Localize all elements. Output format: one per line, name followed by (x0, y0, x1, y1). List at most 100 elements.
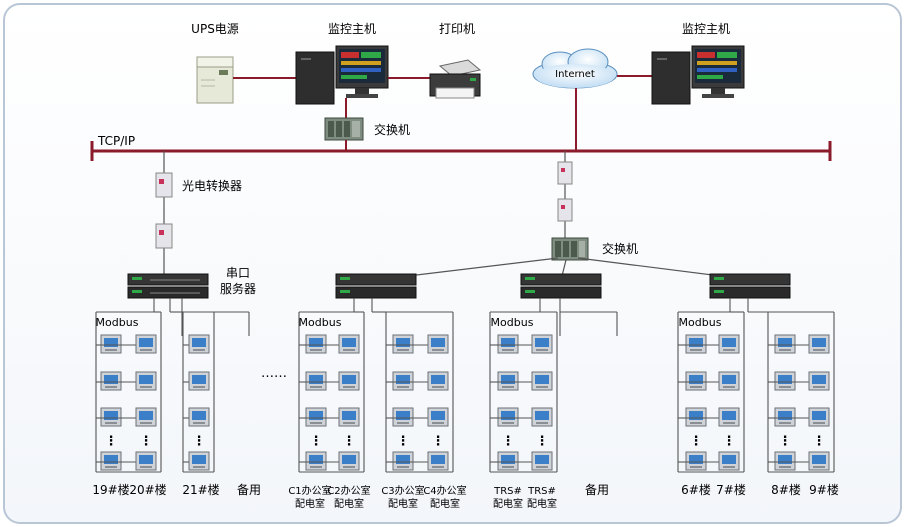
meter-icon-g4-c1-r2 (685, 371, 707, 391)
meter-icon-g1-c2-r3 (135, 407, 157, 427)
meter-icon-g3-c1-r4 (497, 451, 519, 471)
meter-icon-g1-c3-r3 (188, 407, 210, 427)
meter-icon-g4-c1-r4 (685, 451, 707, 471)
meter-icon-g1-c1-r1 (100, 334, 122, 354)
printer-icon (429, 59, 482, 99)
group-3-label-1-line1: TRS# (493, 486, 522, 497)
meter-icon-g1-c3-r4 (188, 451, 210, 471)
groups-ellipsis: …… (261, 366, 287, 381)
group-4-label-2: 7#楼 (716, 482, 746, 497)
group-2-label-1-line2: 配电室 (295, 497, 325, 510)
converter-icon-2 (155, 223, 173, 249)
group-1-vdots-1: ⋮ (105, 434, 118, 449)
group-2-label-3-line1: C3办公室 (381, 484, 424, 497)
meter-icon-g1-c1-r2 (100, 371, 122, 391)
serial-server-label-1: 串口 (226, 266, 250, 280)
group-3-modbus-label: Modbus (491, 316, 534, 329)
meter-icon-g4-c2-r1 (718, 334, 740, 354)
converter-icon-4 (557, 198, 573, 222)
group-1-label-3: 21#楼 (182, 482, 219, 497)
group-4-label-4: 9#楼 (809, 482, 839, 497)
group-2-label-4-line2: 配电室 (430, 497, 460, 510)
group-4-label-3: 8#楼 (771, 482, 801, 497)
bus-label: TCP/IP (97, 134, 135, 148)
meter-icon-g2-c3-r2 (392, 371, 414, 391)
group-3-label-2-line2: 配电室 (527, 497, 557, 510)
internet-label: Internet (555, 69, 595, 80)
serial-server-label-2: 服务器 (220, 281, 256, 296)
meter-icon-g2-c2-r3 (338, 407, 360, 427)
monitor-host-right-label: 监控主机 (682, 22, 730, 36)
group-2-label-2-line2: 配电室 (334, 497, 364, 510)
meter-icon-g2-c2-r1 (338, 334, 360, 354)
group-3-label-2-line1: TRS# (527, 486, 556, 497)
group-4-modbus-label: Modbus (679, 316, 722, 329)
meter-icon-g3-c2-r3 (531, 407, 553, 427)
meter-icon-g4-c3-r3 (774, 407, 796, 427)
meter-icon-g4-c1-r1 (685, 334, 707, 354)
switch-top-icon (324, 117, 364, 141)
meter-icon-g4-c1-r3 (685, 407, 707, 427)
meter-icon-g1-c3-r1 (188, 334, 210, 354)
meter-icon-g4-c4-r2 (808, 371, 830, 391)
meter-icon-g2-c3-r4 (392, 451, 414, 471)
group-1-label-4: 备用 (237, 483, 261, 497)
group-2-label-1-line1: C1办公室 (288, 484, 331, 497)
group-1-vdots-3: ⋮ (193, 434, 206, 449)
meter-icon-g2-c2-r2 (338, 371, 360, 391)
group-2-label-4-line1: C4办公室 (423, 484, 466, 497)
meter-icon-g3-c1-r1 (497, 334, 519, 354)
meter-icon-g3-c2-r1 (531, 334, 553, 354)
meter-icon-g1-c3-r2 (188, 371, 210, 391)
meter-icon-g2-c1-r4 (305, 451, 327, 471)
group-2-modbus-label: Modbus (299, 316, 342, 329)
serial-server-icon-4 (709, 273, 791, 299)
meter-icon-g4-c2-r3 (718, 407, 740, 427)
group-4-vdots-1: ⋮ (690, 434, 703, 449)
converter-icon-3 (557, 161, 573, 185)
ups-label: UPS电源 (191, 22, 239, 36)
switch-mid-icon (551, 237, 589, 261)
group-3-vdots-1: ⋮ (502, 434, 515, 449)
group-1-modbus-label: Modbus (96, 316, 139, 329)
meter-icon-g1-c2-r4 (135, 451, 157, 471)
meter-icon-g3-c1-r3 (497, 407, 519, 427)
meter-icon-g2-c4-r2 (427, 371, 449, 391)
group-2-vdots-1: ⋮ (310, 434, 323, 449)
serial-server-icon-1 (127, 273, 209, 299)
meter-icon-g2-c1-r3 (305, 407, 327, 427)
meter-icon-g2-c3-r3 (392, 407, 414, 427)
printer-label: 打印机 (439, 22, 475, 36)
meter-icon-g3-c2-r2 (531, 371, 553, 391)
meter-icon-g1-c1-r3 (100, 407, 122, 427)
meter-icon-g2-c4-r1 (427, 334, 449, 354)
monitor-host-left-icon (295, 45, 389, 105)
group-3-label-1-line2: 配电室 (493, 497, 523, 510)
meter-icon-g4-c3-r1 (774, 334, 796, 354)
converter-icon (155, 172, 173, 198)
meter-icon-g4-c2-r2 (718, 371, 740, 391)
meter-icon-g1-c2-r2 (135, 371, 157, 391)
group-3-vdots-2: ⋮ (536, 434, 549, 449)
serial-server-icon-3 (520, 273, 602, 299)
serial-server-icon-2 (335, 273, 417, 299)
meter-icon-g4-c4-r4 (808, 451, 830, 471)
diagram-frame (3, 3, 902, 524)
group-2-label-3-line2: 配电室 (388, 497, 418, 510)
meter-icon-g2-c4-r3 (427, 407, 449, 427)
group-2-vdots-3: ⋮ (397, 434, 410, 449)
group-3-label-3: 备用 (585, 483, 609, 497)
group-4-vdots-3: ⋮ (779, 434, 792, 449)
monitor-host-left-label: 监控主机 (328, 22, 376, 36)
group-1-vdots-2: ⋮ (140, 434, 153, 449)
ups-icon (196, 56, 234, 104)
group-4-vdots-4: ⋮ (813, 434, 826, 449)
switch-mid-label: 交换机 (602, 241, 638, 256)
switch-top-label: 交换机 (374, 122, 410, 137)
group-4-label-1: 6#楼 (681, 482, 711, 497)
group-2-vdots-4: ⋮ (432, 434, 445, 449)
monitor-host-right-icon (651, 45, 745, 105)
meter-icon-g4-c4-r3 (808, 407, 830, 427)
group-2-vdots-2: ⋮ (343, 434, 356, 449)
